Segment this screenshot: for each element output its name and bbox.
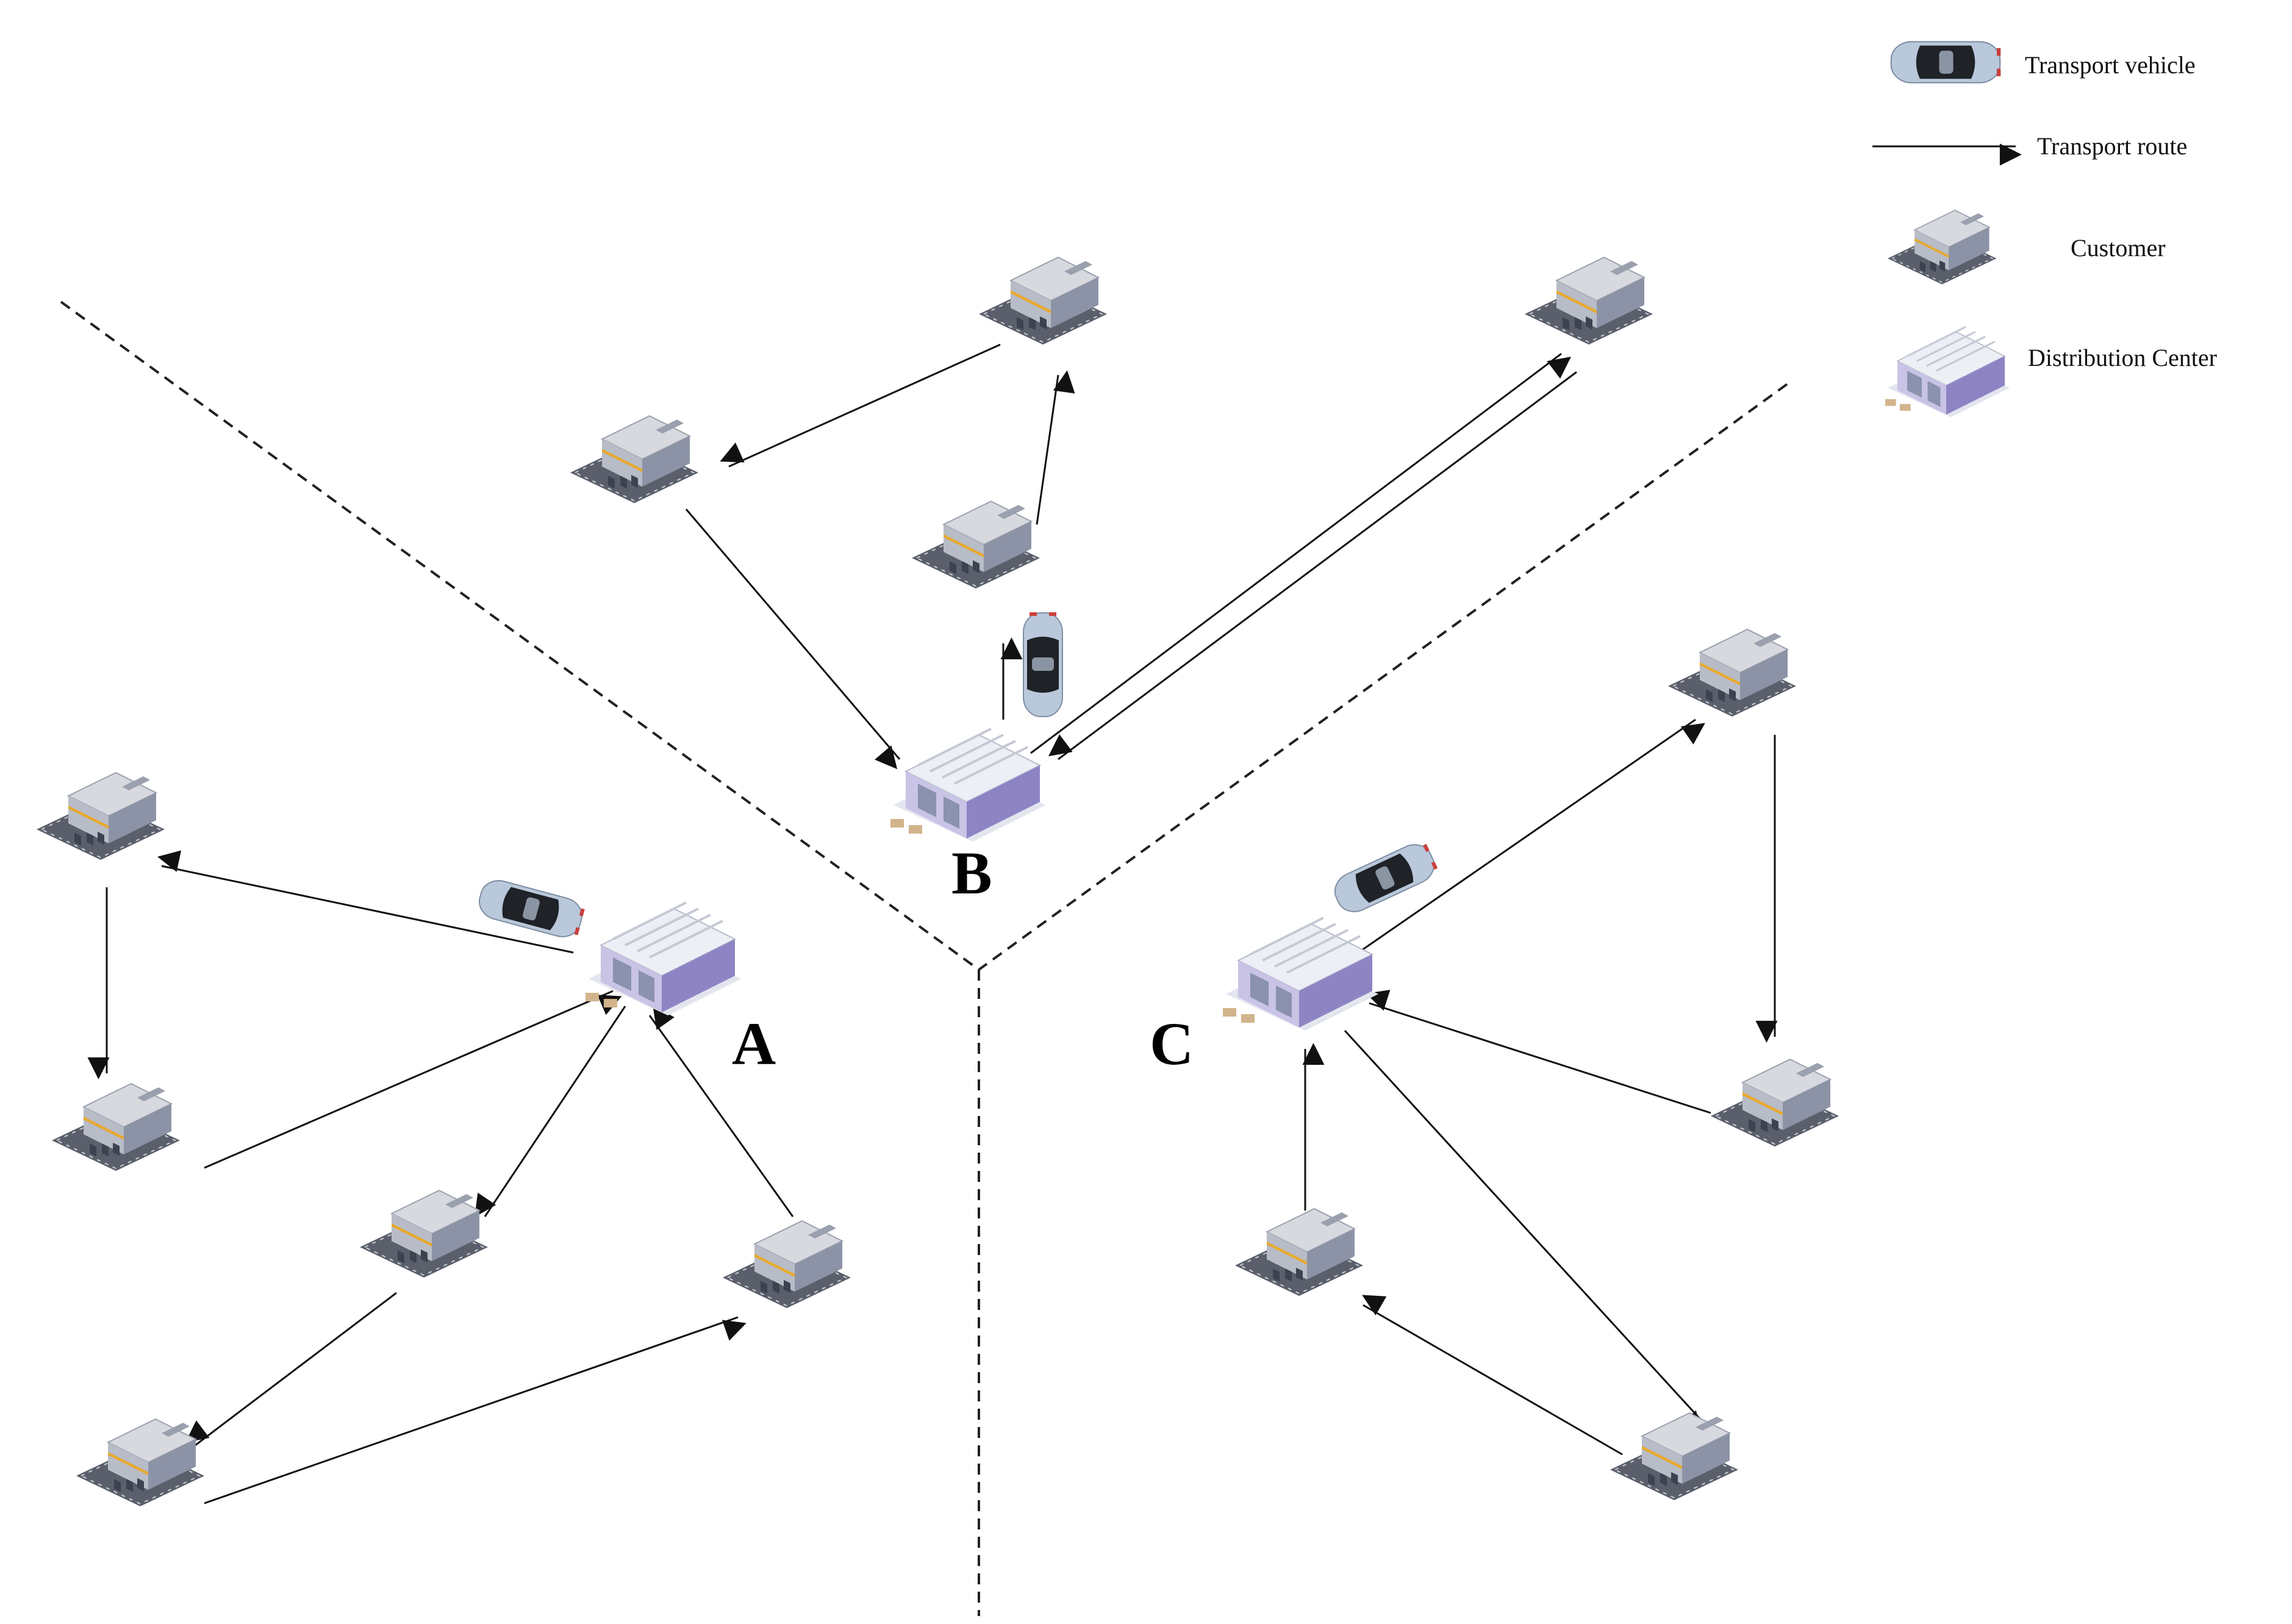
region-dividers [60, 301, 1788, 1616]
route-b-5 [1030, 352, 1572, 754]
legend-center-icon [1884, 326, 2011, 418]
legend-customer-icon [1887, 209, 1997, 285]
customer-a-1 [36, 772, 165, 860]
customer-a-5 [76, 1418, 205, 1507]
divider-right [978, 383, 1788, 971]
route-c-5 [1362, 1295, 1623, 1456]
route-b-3 [720, 343, 1001, 468]
route-a-1 [157, 850, 574, 954]
label-center-b: B [951, 839, 992, 907]
label-center-c: C [1150, 1010, 1194, 1078]
route-c-1 [1359, 718, 1705, 953]
transport-routes [87, 343, 1778, 1504]
label-center-a: A [732, 1010, 776, 1078]
customer-c-4 [1610, 1412, 1739, 1501]
legend-center-label: Distribution Center [2028, 344, 2217, 371]
legend-vehicle-icon [1890, 41, 2002, 84]
distribution-center-c [1222, 917, 1380, 1032]
route-c-3 [1366, 989, 1711, 1114]
customer-b-mid [911, 501, 1040, 589]
distribution-center-a [584, 901, 742, 1017]
center-labels: B A C [732, 839, 1194, 1078]
customer-b-left [570, 415, 699, 504]
route-a-7 [648, 1006, 794, 1217]
legend-vehicle-label: Transport vehicle [2025, 51, 2196, 79]
customer-a-4 [722, 1220, 851, 1309]
customer-c-3 [1234, 1208, 1364, 1297]
customer-c-1 [1667, 629, 1797, 717]
distribution-center-b [889, 728, 1047, 843]
legend: Transport vehicle Transport route Custom… [1872, 41, 2217, 418]
customer-b-right [1524, 257, 1653, 345]
legend-customer-label: Customer [2071, 234, 2166, 262]
route-a-6 [204, 1316, 747, 1504]
route-c-4 [1344, 1029, 1706, 1434]
route-b-2 [1036, 370, 1075, 525]
customer-a-2 [51, 1083, 181, 1171]
route-a-3 [204, 990, 622, 1169]
divider-left [60, 301, 980, 971]
legend-route-label: Transport route [2037, 132, 2187, 160]
customer-b-top [978, 257, 1108, 345]
route-a-5 [185, 1292, 397, 1447]
route-a-4 [475, 1006, 626, 1217]
customer-c-2 [1710, 1059, 1839, 1147]
customers [36, 257, 1839, 1507]
vehicle-b [1023, 612, 1063, 717]
customer-a-3 [359, 1190, 489, 1278]
vehicle-c [1328, 837, 1441, 918]
route-b-6 [1048, 371, 1577, 760]
route-b-4 [685, 509, 901, 770]
vehicle-a [475, 876, 587, 942]
